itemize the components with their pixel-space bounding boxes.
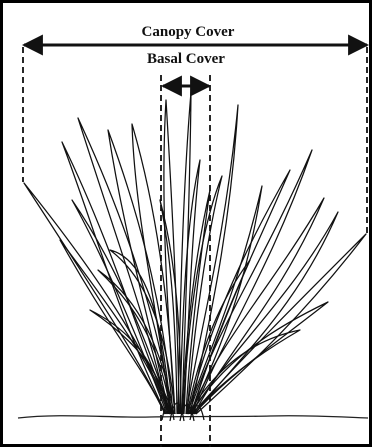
basal-cover-label: Basal Cover xyxy=(147,51,225,67)
grass-plant xyxy=(24,92,366,421)
canopy-cover-label: Canopy Cover xyxy=(142,24,235,40)
